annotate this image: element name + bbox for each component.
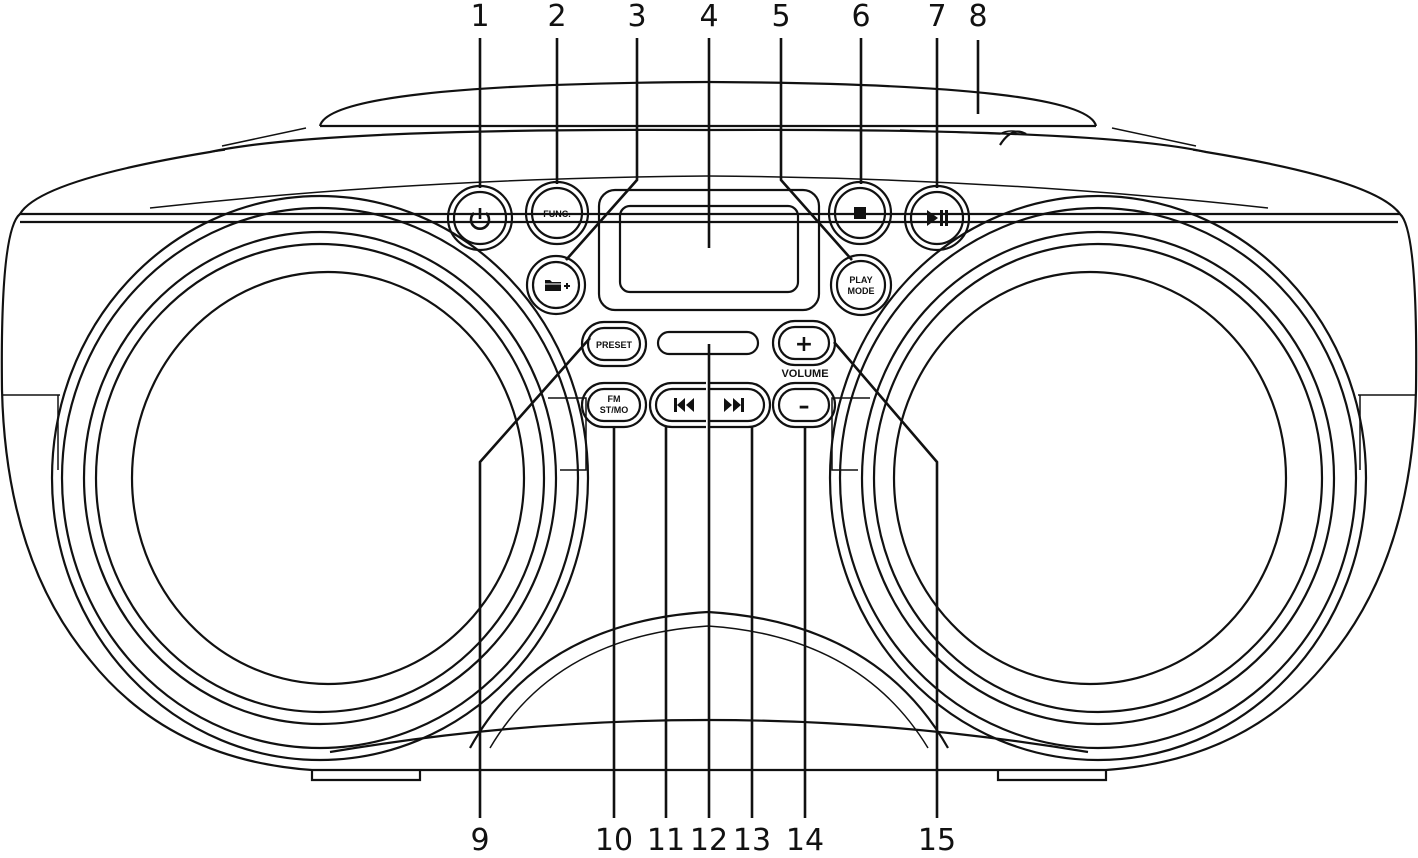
callout-4: 4: [699, 0, 718, 34]
callout-10: 10: [595, 823, 633, 858]
callout-15: 15: [918, 823, 956, 858]
callout-numbers-bottom: 9 10 11 12 13 14 15: [470, 823, 956, 858]
volume-down-button[interactable]: –: [771, 381, 837, 429]
folder-plus-button[interactable]: [525, 254, 587, 316]
fm-button-label-line2: ST/MO: [600, 405, 629, 415]
fm-button-label-line1: FM: [608, 394, 621, 404]
play-mode-button[interactable]: PLAY MODE: [829, 253, 893, 317]
folder-plus-icon: [545, 280, 570, 291]
volume-up-button[interactable]: +: [771, 319, 837, 367]
volume-down-label: –: [799, 394, 810, 419]
callout-1: 1: [470, 0, 489, 34]
preset-button[interactable]: PRESET: [580, 320, 648, 368]
volume-label: VOLUME: [781, 368, 828, 380]
skip-forward-icon: [724, 398, 744, 412]
play-pause-icon: [927, 210, 948, 226]
play-mode-label-line2: MODE: [848, 286, 875, 296]
fm-stereo-mono-button[interactable]: FM ST/MO: [580, 381, 648, 429]
preset-button-label: PRESET: [596, 340, 633, 350]
callout-2: 2: [547, 0, 566, 34]
callout-5: 5: [771, 0, 790, 34]
callout-14: 14: [786, 823, 824, 858]
power-icon: [469, 208, 491, 230]
callout-numbers-top: 1 2 3 4 5 6 7 8: [470, 0, 987, 34]
callout-12: 12: [690, 823, 728, 858]
callout-8: 8: [968, 0, 987, 34]
play-pause-button[interactable]: [903, 184, 971, 252]
left-speaker: [50, 194, 590, 762]
power-button[interactable]: [446, 184, 514, 252]
callout-11: 11: [647, 823, 685, 858]
skip-back-icon: [674, 398, 694, 412]
skip-forward-button[interactable]: [710, 381, 772, 429]
leader-lines: [478, 38, 980, 818]
play-mode-label-line1: PLAY: [849, 275, 872, 285]
volume-up-label: +: [795, 332, 813, 357]
stop-icon: [854, 207, 866, 219]
skip-back-button[interactable]: [648, 381, 706, 429]
callout-3: 3: [627, 0, 646, 34]
callout-13: 13: [733, 823, 771, 858]
function-button-label: FUNC.: [543, 209, 571, 219]
right-speaker: [828, 194, 1368, 762]
callout-6: 6: [851, 0, 870, 34]
callout-7: 7: [927, 0, 946, 34]
callout-9: 9: [470, 823, 489, 858]
